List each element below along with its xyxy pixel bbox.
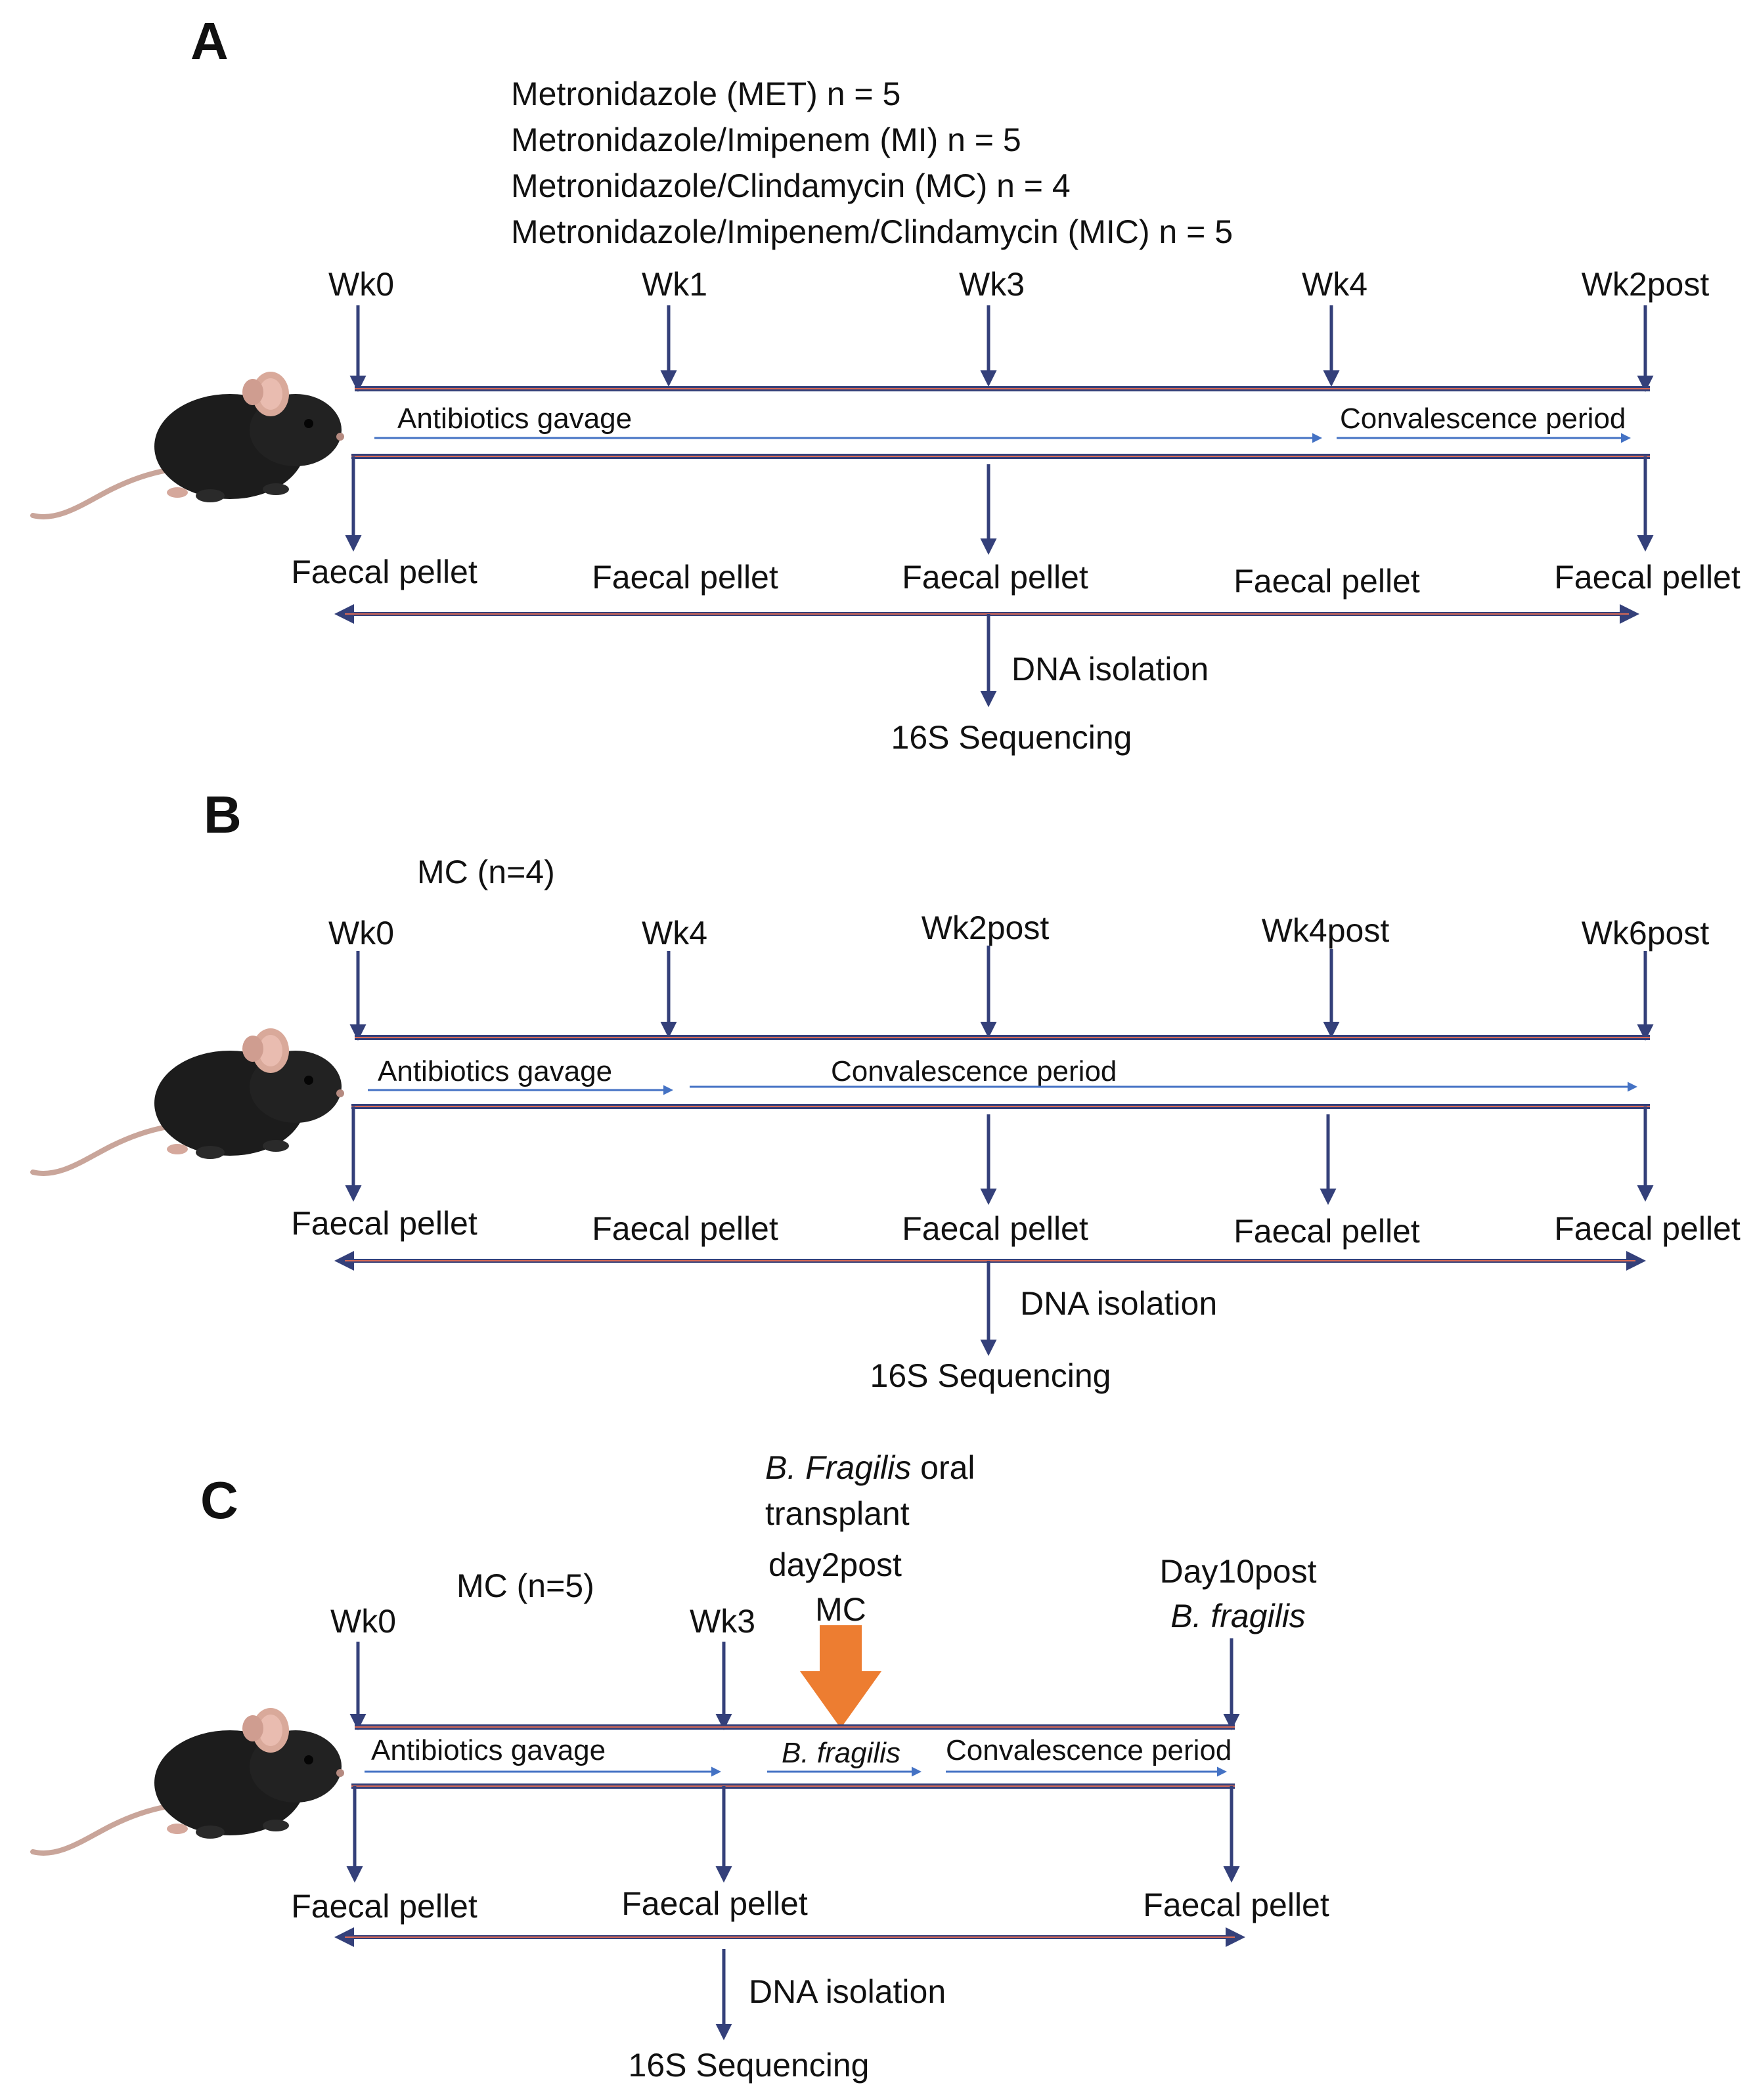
timepoint-label: Wk4: [1302, 266, 1367, 303]
panel-letter-c: C: [200, 1471, 238, 1529]
sampling-arrows: [345, 1106, 1654, 1205]
panel-letter-b: B: [204, 785, 242, 844]
group-label: MC (n=5): [456, 1567, 594, 1604]
panel-a: A Metronidazole (MET) n = 5 Metronidazol…: [33, 12, 1741, 756]
transplant-label-line3: day2post: [768, 1546, 902, 1583]
group-mc: Metronidazole/Clindamycin (MC) n = 4: [511, 167, 1071, 204]
faecal-pellet-label: Faecal pellet: [902, 559, 1088, 596]
faecal-pellet-label: Faecal pellet: [1554, 1210, 1741, 1247]
faecal-pellet-label: Faecal pellet: [592, 559, 778, 596]
phase-convalescence-label: Convalescence period: [1340, 403, 1626, 435]
transplant-species: B. Fragilis: [765, 1449, 911, 1486]
transplant-label-line1: B. Fragilis oral: [765, 1449, 975, 1486]
faecal-pellet-label: Faecal pellet: [1554, 559, 1741, 596]
phase-antibiotics-label: Antibiotics gavage: [371, 1734, 606, 1766]
mouse-icon: [33, 1708, 344, 1853]
timepoint-arrows: [349, 1638, 1240, 1730]
faecal-pellet-label: Faecal pellet: [1233, 563, 1420, 600]
transplant-route: oral: [911, 1449, 975, 1486]
panel-c: C B. Fragilis oral transplant day2post M…: [33, 1449, 1329, 2084]
sampling-arrows: [345, 456, 1654, 555]
faecal-pellet-label: Faecal pellet: [621, 1885, 808, 1922]
group-met: Metronidazole (MET) n = 5: [511, 76, 900, 112]
group-label: MC (n=4): [417, 854, 555, 890]
timepoint-label: Wk6post: [1582, 915, 1710, 952]
dna-isolation-label: DNA isolation: [749, 1973, 946, 2010]
timepoint-label: Wk0: [328, 915, 394, 952]
timepoint-label: Wk1: [642, 266, 707, 303]
endpoint-label-line2: B. fragilis: [1170, 1598, 1306, 1634]
dna-isolation-label: DNA isolation: [1020, 1285, 1217, 1322]
faecal-pellet-label: Faecal pellet: [1233, 1213, 1420, 1250]
phase-convalescence-label: Convalescence period: [946, 1734, 1232, 1766]
timepoint-label: Wk3: [959, 266, 1025, 303]
timepoint-label: Wk2post: [1582, 266, 1710, 303]
phase-antibiotics-label: Antibiotics gavage: [397, 403, 632, 435]
sequencing-label: 16S Sequencing: [870, 1357, 1111, 1394]
timepoint-label: Wk4post: [1262, 912, 1390, 949]
timepoint-label: Wk4: [642, 915, 707, 952]
timepoint-label: Wk0: [328, 266, 394, 303]
transplant-label-line4: MC: [815, 1591, 866, 1628]
sequencing-label: 16S Sequencing: [629, 2047, 870, 2084]
timepoint-arrows: [349, 946, 1654, 1041]
faecal-pellet-label: Faecal pellet: [291, 554, 478, 590]
endpoint-label-line1: Day10post: [1159, 1553, 1316, 1590]
mouse-icon: [33, 372, 344, 517]
timepoint-arrows: [349, 305, 1654, 392]
faecal-pellet-label: Faecal pellet: [902, 1210, 1088, 1247]
timepoint-label: Wk0: [330, 1603, 396, 1640]
faecal-pellet-label: Faecal pellet: [291, 1888, 478, 1925]
panel-letter-a: A: [190, 12, 229, 70]
timepoint-label: Wk3: [690, 1603, 755, 1640]
sampling-arrows: [346, 1786, 1240, 1883]
sequencing-label: 16S Sequencing: [891, 719, 1132, 756]
phase-convalescence-label: Convalescence period: [831, 1055, 1117, 1087]
mouse-icon: [33, 1028, 344, 1173]
panel-b: B MC (n=4) Wk0 Wk4 Wk2post Wk4post Wk6po…: [33, 785, 1741, 1394]
faecal-pellet-label: Faecal pellet: [592, 1210, 778, 1247]
group-mi: Metronidazole/Imipenem (MI) n = 5: [511, 121, 1021, 158]
group-mic: Metronidazole/Imipenem/Clindamycin (MIC)…: [511, 213, 1233, 250]
dna-isolation-label: DNA isolation: [1011, 651, 1209, 688]
timepoint-label: Wk2post: [922, 909, 1050, 946]
phase-antibiotics-label: Antibiotics gavage: [378, 1055, 612, 1087]
phase-transplant-label: B. fragilis: [782, 1737, 900, 1769]
transplant-arrow-icon: [800, 1625, 881, 1728]
faecal-pellet-label: Faecal pellet: [291, 1205, 478, 1242]
faecal-pellet-label: Faecal pellet: [1143, 1887, 1329, 1923]
transplant-label-line2: transplant: [765, 1495, 910, 1532]
